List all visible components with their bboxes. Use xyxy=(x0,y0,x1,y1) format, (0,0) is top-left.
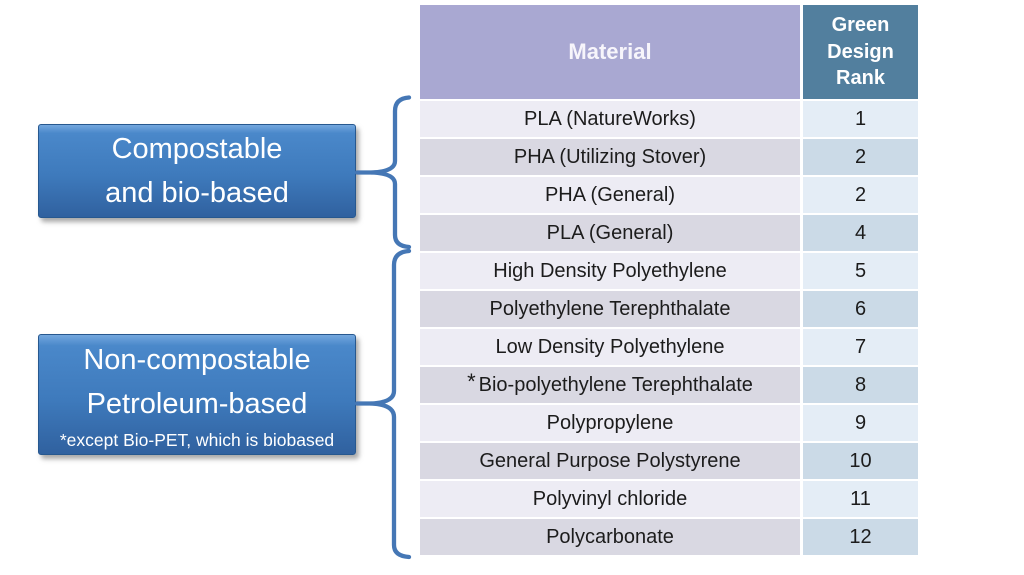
material-cell: High Density Polyethylene xyxy=(420,253,800,289)
rank-cell: 2 xyxy=(803,139,918,175)
material-label: Polyethylene Terephthalate xyxy=(489,298,731,320)
rank-cell: 10 xyxy=(803,443,918,479)
material-cell: Polyethylene Terephthalate xyxy=(420,291,800,327)
rank-cell: 12 xyxy=(803,519,918,555)
material-label: Low Density Polyethylene xyxy=(495,336,725,358)
curly-brace-compostable xyxy=(369,95,412,250)
material-cell: Polypropylene xyxy=(420,405,800,441)
rank-cell: 1 xyxy=(803,101,918,137)
material-label: Polypropylene xyxy=(546,412,674,434)
callout-petroleum: Non-compostable Petroleum-based *except … xyxy=(38,334,356,455)
rank-cell: 6 xyxy=(803,291,918,327)
material-column-header: Material xyxy=(420,5,800,99)
materials-table: Material Green Design Rank PLA (NatureWo… xyxy=(420,5,918,555)
material-label: Bio-polyethylene Terephthalate xyxy=(478,374,753,396)
callout-compostable-line1: Compostable xyxy=(111,133,283,165)
material-cell: Polycarbonate xyxy=(420,519,800,555)
material-label: Polyvinyl chloride xyxy=(532,488,688,510)
rank-cell: 4 xyxy=(803,215,918,251)
material-cell: PHA (General) xyxy=(420,177,800,213)
asterisk-marker: * xyxy=(467,368,476,394)
material-cell: PHA (Utilizing Stover) xyxy=(420,139,800,175)
material-cell: PLA (General) xyxy=(420,215,800,251)
rank-cell: 8 xyxy=(803,367,918,403)
rank-cell: 5 xyxy=(803,253,918,289)
material-cell: *Bio-polyethylene Terephthalate xyxy=(420,367,800,403)
material-label: PLA (General) xyxy=(546,222,674,244)
callout-compostable-line2: and bio-based xyxy=(105,177,289,209)
material-label: General Purpose Polystyrene xyxy=(479,450,741,472)
material-cell: General Purpose Polystyrene xyxy=(420,443,800,479)
curly-brace-petroleum xyxy=(368,248,412,560)
rank-cell: 9 xyxy=(803,405,918,441)
callout-petroleum-line1: Non-compostable xyxy=(83,344,311,376)
material-label: PHA (Utilizing Stover) xyxy=(513,146,707,168)
material-label: PHA (General) xyxy=(544,184,676,206)
material-cell: PLA (NatureWorks) xyxy=(420,101,800,137)
rank-cell: 11 xyxy=(803,481,918,517)
rank-cell: 7 xyxy=(803,329,918,365)
callout-petroleum-note: *except Bio-PET, which is biobased xyxy=(59,430,335,450)
material-cell: Low Density Polyethylene xyxy=(420,329,800,365)
material-label: PLA (NatureWorks) xyxy=(524,108,696,130)
callout-compostable: Compostable and bio-based xyxy=(38,124,356,218)
material-cell: Polyvinyl chloride xyxy=(420,481,800,517)
rank-column-header: Green Design Rank xyxy=(803,5,918,99)
callout-petroleum-line2: Petroleum-based xyxy=(86,388,308,420)
rank-cell: 2 xyxy=(803,177,918,213)
material-label: Polycarbonate xyxy=(546,526,674,548)
material-label: High Density Polyethylene xyxy=(493,260,727,282)
